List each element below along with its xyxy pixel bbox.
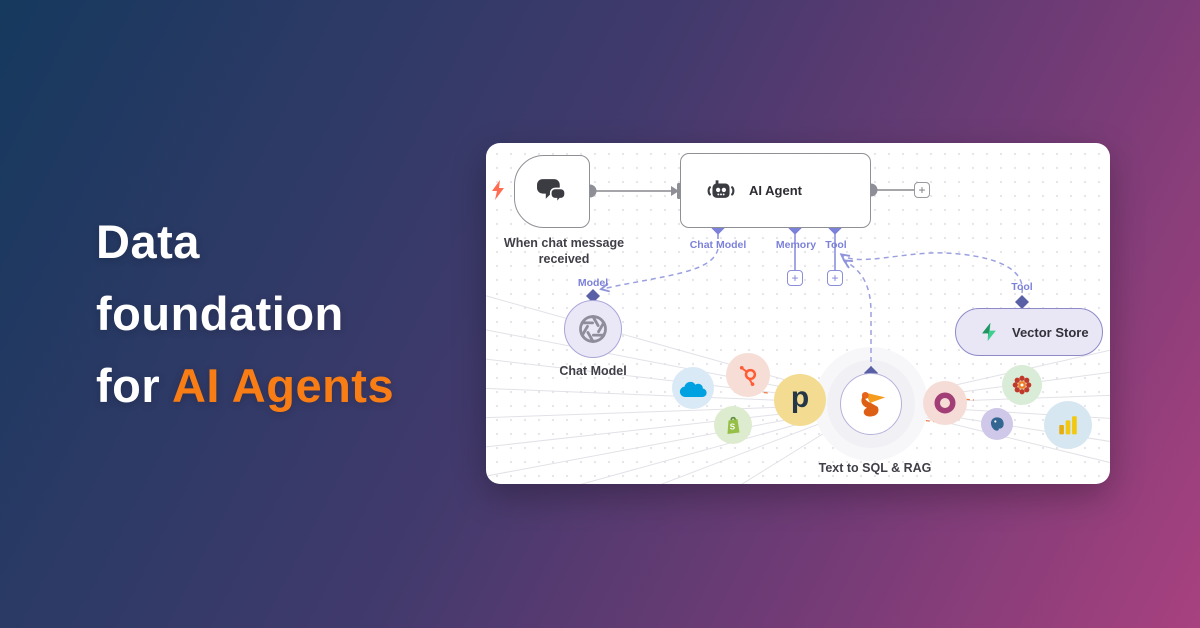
hero-line-1: Data [96,215,200,268]
hero-line-3-prefix: for [96,359,161,412]
trigger-label-line1: When chat message [503,236,625,250]
flower-gear-icon [1002,365,1042,405]
dashed-vectorstore-to-tool[interactable] [842,252,1023,294]
chat-model-label: Chat Model [559,364,627,378]
dashed-chatmodel-to-model[interactable] [602,248,719,289]
hero-highlight: AI Agents [171,359,395,412]
node-ai-agent[interactable]: AI Agent [680,153,871,228]
power-bi-icon [1044,401,1092,449]
port-label-chat-model: Chat Model [689,239,747,251]
salesforce-icon [672,367,714,409]
postgresql-icon [981,408,1013,440]
shopify-icon: S [714,406,752,444]
dashed-central-to-tool[interactable] [845,261,872,371]
trigger-bolt-icon [492,180,504,200]
hero-line-3: for AI Agents [96,350,394,422]
openai-icon [579,315,607,343]
plus-icon: + [918,183,926,197]
node-text-to-sql-rag[interactable] [840,373,902,435]
p-app-icon: p [774,374,826,426]
vector-store-label: Vector Store [1012,324,1089,340]
hero-heading: Data foundation for AI Agents [96,206,394,422]
hero-line-2: foundation [96,287,344,340]
workflow-canvas-card: When chat message received AI Agent Chat… [486,143,1110,484]
node-chat-model[interactable] [564,300,622,358]
ai-agent-title: AI Agent [749,183,802,198]
trigger-label-line2: received [538,252,590,266]
plus-icon: + [831,271,839,285]
svg-text:S: S [730,422,736,431]
odoo-ring-icon [923,381,967,425]
plus-icon: + [791,271,799,285]
port-label-tool: Tool [825,239,847,251]
connection-trigger-to-agent[interactable] [590,183,681,199]
add-memory-button[interactable]: + [787,270,803,286]
pelican-icon [861,392,886,417]
model-port-label: Model [577,277,609,289]
node-vector-store[interactable]: Vector Store [955,308,1103,356]
vector-store-port-label: Tool [1011,281,1033,293]
add-tool-button[interactable]: + [827,270,843,286]
node-chat-trigger[interactable] [514,155,590,228]
add-node-button[interactable]: + [914,182,930,198]
chat-bubbles-icon [537,179,566,206]
port-label-memory: Memory [775,239,817,251]
central-node-label: Text to SQL & RAG [818,461,932,475]
hubspot-icon [726,353,770,397]
robot-icon [707,179,735,198]
supabase-bolt-icon [982,322,996,342]
